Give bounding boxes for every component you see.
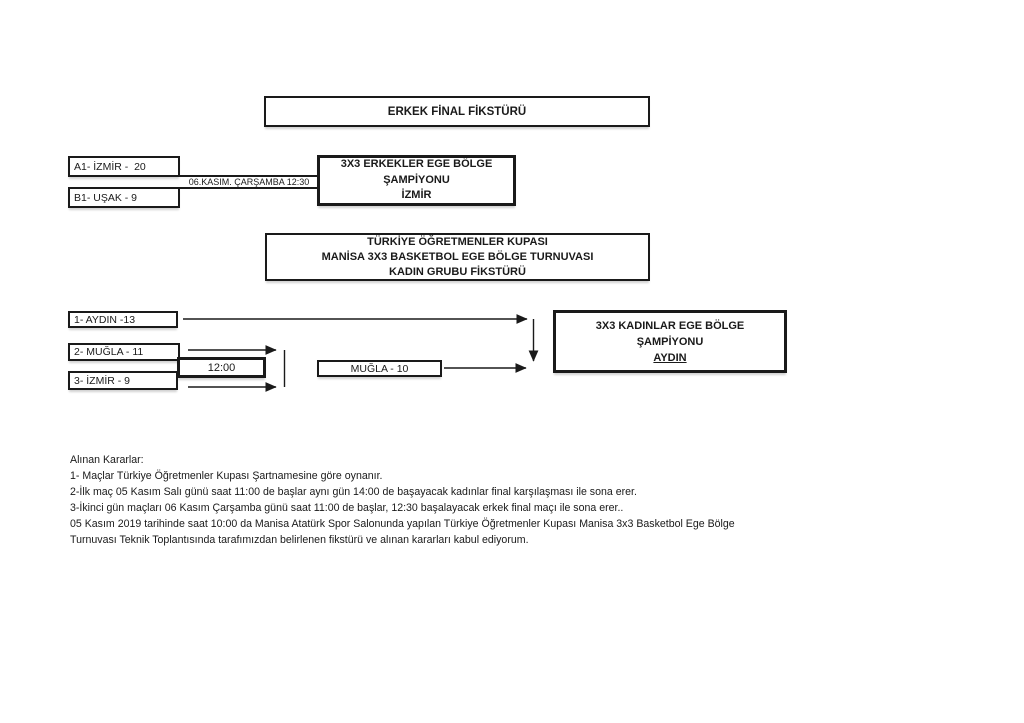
decision-item-2: 2-İlk maç 05 Kasım Salı günü saat 11:00 … [70,486,637,498]
decision-statement-line2: Turnuvası Teknik Toplantısında tarafımız… [70,534,529,546]
women-tournament-title-box: TÜRKİYE ÖĞRETMENLER KUPASI MANİSA 3X3 BA… [265,233,650,281]
women-team1-box: 1- AYDIN -13 [68,311,178,328]
men-final-datetime-label: 06.KASIM. ÇARŞAMBA 12:30 [182,176,316,188]
women-champion-line1: 3X3 KADINLAR EGE BÖLGE [595,319,745,332]
decision-item-3: 3-İkinci gün maçları 06 Kasım Çarşamba g… [70,502,624,514]
women-team2-box: 2- MUĞLA - 11 [68,343,180,361]
women-team3-label: 3- İZMİR - 9 [74,374,131,387]
women-champion-box: 3X3 KADINLAR EGE BÖLGE ŞAMPİYONU AYDIN [553,310,787,373]
decision-item-1: 1- Maçlar Türkiye Öğretmenler Kupası Şar… [70,470,383,482]
women-champion-name: AYDIN [653,351,687,364]
men-fixture-title: ERKEK FİNAL FİKSTÜRÜ [387,105,527,118]
decisions-heading: Alınan Kararlar: [70,454,144,466]
men-team-b-box: B1- UŞAK - 9 [68,187,180,208]
men-team-a-box: A1- İZMİR - 20 [68,156,180,177]
men-team-a-label: A1- İZMİR - 20 [74,160,146,173]
women-semifinal-time: 12:00 [207,361,236,374]
women-semifinal-winner-label: MUĞLA - 10 [350,362,409,375]
women-semifinal-winner-box: MUĞLA - 10 [317,360,442,377]
men-champion-name: İZMİR [401,189,432,202]
men-fixture-title-box: ERKEK FİNAL FİKSTÜRÜ [264,96,650,127]
women-team3-box: 3- İZMİR - 9 [68,371,178,390]
women-team1-label: 1- AYDIN -13 [74,313,136,326]
men-final-datetime-text: 06.KASIM. ÇARŞAMBA 12:30 [188,177,310,187]
men-champion-box: 3X3 ERKEKLER EGE BÖLGE ŞAMPİYONU İZMİR [317,155,516,206]
women-title-line2: MANİSA 3X3 BASKETBOL EGE BÖLGE TURNUVASI [321,250,594,263]
men-champion-line1: 3X3 ERKEKLER EGE BÖLGE [340,158,493,171]
men-team-b-label: B1- UŞAK - 9 [74,191,138,204]
women-semifinal-time-box: 12:00 [177,357,266,378]
decision-statement-line1: 05 Kasım 2019 tarihinde saat 10:00 da Ma… [70,518,735,530]
women-title-line1: TÜRKİYE ÖĞRETMENLER KUPASI [367,235,548,248]
women-team2-label: 2- MUĞLA - 11 [74,346,144,358]
women-champion-line2: ŞAMPİYONU [636,335,704,348]
decisions-section: Alınan Kararlar: 1- Maçlar Türkiye Öğret… [70,452,760,548]
women-title-line3: KADIN GRUBU FİKSTÜRÜ [389,265,526,278]
men-champion-line2: ŞAMPİYONU [383,173,450,186]
